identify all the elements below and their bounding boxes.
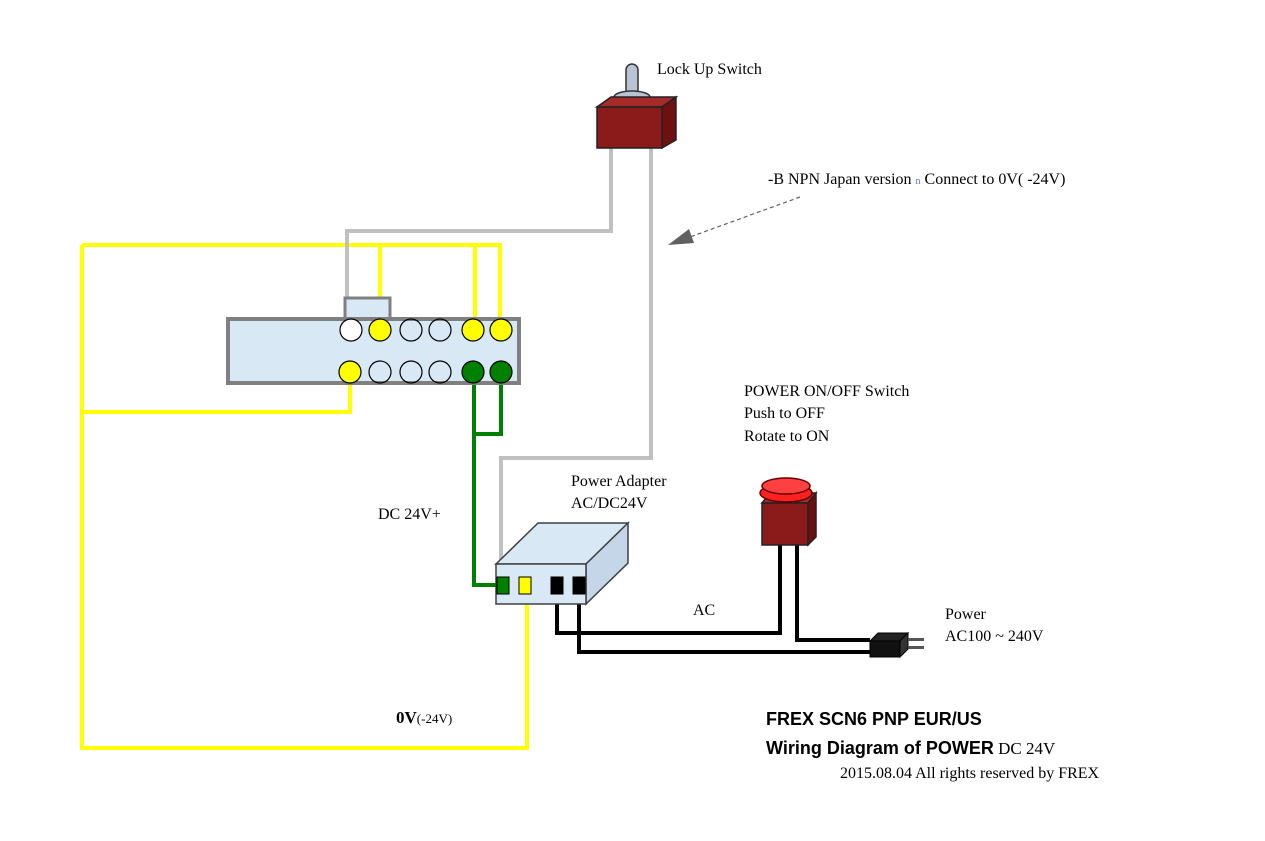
- green-wires: [472, 372, 503, 587]
- ac-plug: [868, 631, 924, 659]
- black-wire-to-switch: [555, 545, 782, 635]
- lock-up-switch-label: Lock Up Switch: [657, 61, 762, 78]
- power-adapter: [494, 521, 630, 606]
- adapter-front: [495, 563, 587, 605]
- terminal-bottom-1: [338, 360, 362, 384]
- power-range: AC100 ~ 240V: [945, 628, 1044, 645]
- terminal-bottom-5: [461, 360, 485, 384]
- power-switch-title: POWER ON/OFF Switch: [744, 383, 910, 400]
- gray-wire-lock-switch-1: [345, 148, 613, 330]
- ac-label: AC: [693, 602, 716, 619]
- terminal-top-5: [461, 318, 485, 342]
- power-switch: [759, 477, 818, 547]
- plug-prong-1: [908, 638, 924, 641]
- terminal-top-1: [339, 318, 363, 342]
- terminal-bottom-4: [428, 360, 452, 384]
- power-switch-body: [761, 502, 809, 546]
- npn-arrow-head: [668, 229, 694, 245]
- gray-wire-lock-switch-2: [499, 148, 653, 580]
- title-line2: Wiring Diagram of POWER DC 24V: [766, 736, 1055, 761]
- dc-positive-label: DC 24V+: [378, 506, 441, 523]
- gray-wires: [345, 148, 653, 580]
- power-switch-side: [807, 490, 817, 547]
- terminal-top-2: [368, 318, 392, 342]
- terminal-top-6: [489, 318, 513, 342]
- zero-v-sub: (-24V): [416, 711, 453, 726]
- green-wire-dc-plus: [472, 434, 501, 587]
- terminal-top-4: [428, 318, 452, 342]
- terminal-bottom-6: [489, 360, 513, 384]
- title-line2-tail: DC 24V: [993, 739, 1056, 758]
- plug-prong-2: [908, 646, 924, 649]
- connector-tab: [343, 296, 392, 322]
- zero-v-main: 0V: [396, 708, 417, 727]
- yellow-wires: [80, 243, 529, 750]
- green-wire-bridge: [472, 372, 503, 436]
- title-line3: 2015.08.04 All rights reserved by FREX: [840, 765, 1100, 782]
- title-line2-bold: Wiring Diagram of POWER: [766, 738, 994, 758]
- power-switch-rotate: Rotate to ON: [744, 428, 830, 445]
- yellow-wire-loop: [80, 245, 529, 750]
- adapter-terminal-yellow: [518, 576, 532, 595]
- npn-note: -B NPN Japan version n Connect to 0V( -2…: [768, 170, 1065, 192]
- adapter-terminal-black-2: [572, 576, 586, 595]
- terminal-bottom-2: [368, 360, 392, 384]
- black-wire-to-plug: [577, 598, 870, 654]
- adapter-terminal-green: [496, 576, 510, 595]
- black-wires: [555, 545, 870, 654]
- yellow-wire-top-right: [82, 243, 502, 330]
- npn-arrow-line: [689, 196, 801, 238]
- npn-note-glyph: n: [915, 176, 921, 187]
- plug-body: [869, 640, 901, 658]
- yellow-wire-bottom-terminal: [82, 372, 352, 414]
- npn-note-text: -B NPN Japan version: [768, 171, 912, 188]
- terminal-top-3: [399, 318, 423, 342]
- npn-connect-text: Connect to 0V( -24V): [924, 171, 1066, 188]
- zero-v-label: 0V(-24V): [396, 708, 452, 729]
- lock-up-switch: [594, 63, 679, 150]
- npn-arrow: [668, 196, 801, 245]
- power-adapter-spec: AC/DC24V: [571, 495, 648, 512]
- title-line1: FREX SCN6 PNP EUR/US: [766, 709, 982, 729]
- power-adapter-title: Power Adapter: [571, 473, 667, 490]
- lock-switch-side: [661, 95, 677, 150]
- adapter-terminal-black-1: [550, 576, 564, 595]
- black-wire-switch-to-plug: [795, 545, 870, 642]
- connector-block: [226, 296, 521, 385]
- power-switch-push: Push to OFF: [744, 405, 825, 422]
- power-switch-button-cap: [761, 477, 811, 495]
- lock-switch-body: [596, 106, 663, 149]
- power-title: Power: [945, 606, 986, 623]
- terminal-bottom-3: [399, 360, 423, 384]
